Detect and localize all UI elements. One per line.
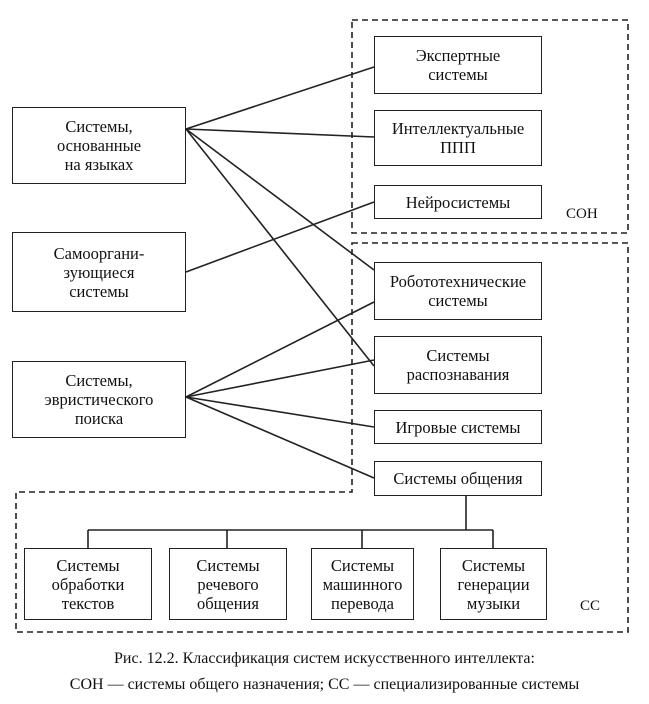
node-heuristic-search-systems: Системы, эвристического поиска <box>12 361 186 438</box>
node-intellectual-ppp-label: Интеллектуальные ППП <box>391 119 525 157</box>
edge-heuristic-recognition <box>185 359 375 398</box>
node-recognition-systems: Системы распознавания <box>374 336 542 394</box>
node-text-processing-systems: Системы обработки текстов <box>24 548 152 620</box>
node-recognition-systems-label: Системы распознавания <box>406 346 510 384</box>
label-general-purpose: СОН <box>566 206 598 222</box>
node-text-processing-systems-label: Системы обработки текстов <box>51 555 125 613</box>
node-self-organizing-systems-label: Самооргани- зующиеся системы <box>53 243 145 301</box>
node-music-generation-systems: Системы генерации музыки <box>440 548 547 620</box>
node-heuristic-search-systems-label: Системы, эвристического поиска <box>44 371 154 428</box>
node-self-organizing-systems: Самооргани- зующиеся системы <box>12 232 186 312</box>
edge-language-expert <box>185 66 375 130</box>
edge-selforg-neuro <box>185 201 375 273</box>
figure-caption-line-1: Рис. 12.2. Классификация систем искусств… <box>114 650 535 667</box>
node-expert-systems-label: Экспертные системы <box>415 46 501 84</box>
node-neurosystems: Нейросистемы <box>374 185 542 219</box>
node-language-based-systems: Системы, основанные на языках <box>12 107 186 184</box>
node-intellectual-ppp: Интеллектуальные ППП <box>374 110 542 166</box>
node-communication-systems: Системы общения <box>374 461 542 496</box>
edge-heuristic-game <box>185 396 375 428</box>
general-purpose-region <box>351 19 629 234</box>
edge-language-intellectual <box>185 128 375 138</box>
edge-language-recognition <box>185 128 375 367</box>
figure-caption-line-2: СОН — системы общего назначения; СС — сп… <box>69 676 580 693</box>
node-speech-communication-systems: Системы речевого общения <box>169 548 287 620</box>
label-specialized: СС <box>580 598 601 614</box>
node-speech-communication-systems-label: Системы речевого общения <box>196 555 260 613</box>
node-communication-systems-label: Системы общения <box>393 469 523 488</box>
node-game-systems-label: Игровые системы <box>395 417 521 437</box>
node-game-systems: Игровые системы <box>374 410 542 444</box>
node-machine-translation-systems: Системы машинного перевода <box>311 548 414 620</box>
specialized-region <box>15 242 629 633</box>
node-robotics-systems-label: Робототехнические системы <box>389 272 527 310</box>
node-language-based-systems-label: Системы, основанные на языках <box>56 117 142 174</box>
node-machine-translation-systems-label: Системы машинного перевода <box>322 555 403 613</box>
node-expert-systems: Экспертные системы <box>374 36 542 94</box>
edge-heuristic-robot <box>185 301 375 398</box>
edge-heuristic-communication <box>185 396 375 479</box>
node-neurosystems-label: Нейросистемы <box>405 192 511 212</box>
node-robotics-systems: Робототехнические системы <box>374 262 542 320</box>
edge-language-robot <box>185 128 375 271</box>
node-music-generation-systems-label: Системы генерации музыки <box>457 555 530 613</box>
